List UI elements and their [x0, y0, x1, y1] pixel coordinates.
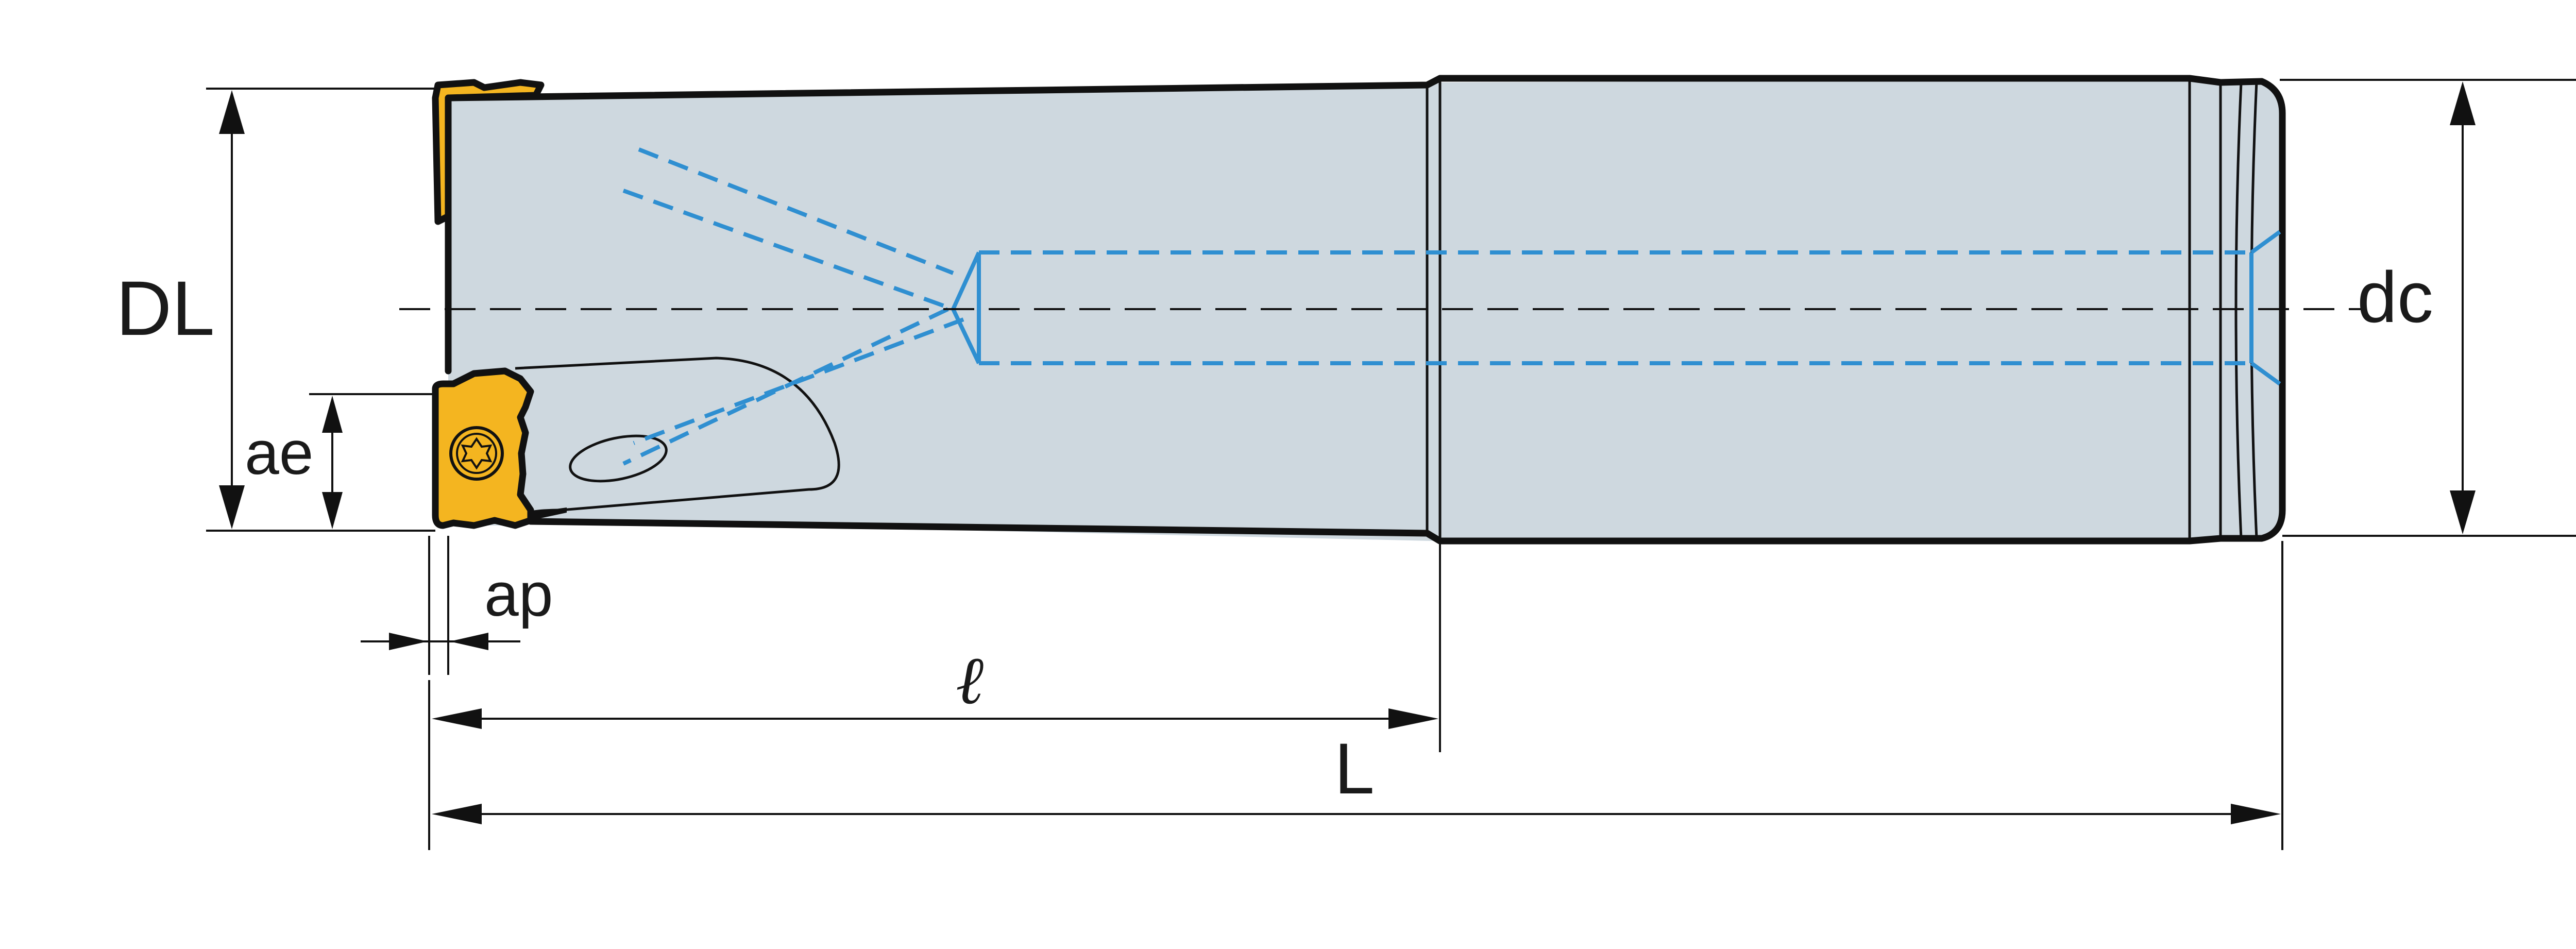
- label-ap: ap: [484, 560, 553, 629]
- bottom-insert: [432, 367, 567, 529]
- tool-body: [445, 75, 2286, 545]
- chip-flute: [515, 357, 840, 517]
- dimension-dc: dc: [2280, 79, 2576, 537]
- label-ae: ae: [245, 418, 313, 487]
- dimension-L: L: [428, 541, 2283, 850]
- dimension-ap: ap: [361, 536, 553, 675]
- dimension-DL: DL: [116, 88, 440, 532]
- coolant-channels: [622, 147, 2281, 466]
- label-l: ℓ: [956, 641, 984, 719]
- top-insert: [432, 79, 545, 225]
- label-L: L: [1334, 728, 1375, 809]
- torx-screw-icon: [449, 426, 504, 481]
- label-DL: DL: [116, 265, 215, 351]
- dimension-ae: ae: [245, 393, 435, 529]
- dimension-l: ℓ: [432, 544, 1441, 752]
- label-dc: dc: [2357, 257, 2433, 337]
